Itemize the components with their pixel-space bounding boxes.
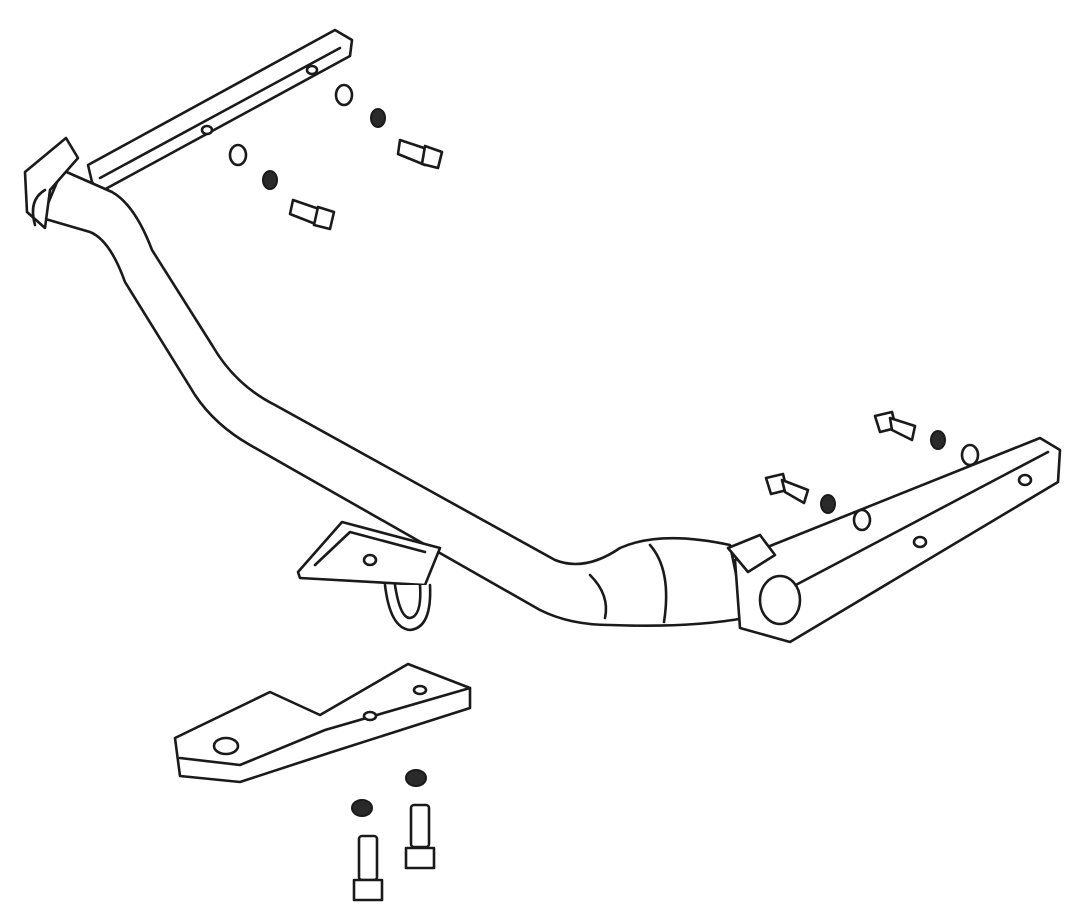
bolt (764, 472, 810, 505)
nut (820, 494, 836, 514)
nut (351, 799, 373, 817)
nut (262, 170, 278, 190)
left-end-cap (23, 136, 80, 230)
nut (370, 108, 386, 128)
safety-chain-bracket (296, 520, 442, 632)
drawbar-hole (362, 710, 378, 722)
drawbar-hole (412, 684, 428, 696)
right-mounting-bracket (726, 436, 1062, 644)
right-hardware (764, 410, 980, 532)
bracket-hole (912, 535, 928, 549)
nut (930, 430, 946, 450)
bolt (873, 410, 917, 442)
bracket-hole (305, 64, 319, 76)
drawbar-ball-mount (173, 662, 472, 784)
left-mounting-bracket (86, 28, 354, 194)
bolt (396, 138, 444, 170)
washer (228, 143, 248, 167)
nut (405, 769, 427, 787)
bracket-hole (1017, 473, 1033, 487)
bolt (352, 834, 384, 902)
washer (334, 83, 354, 107)
drawbar-hardware (351, 769, 436, 902)
left-hardware (228, 83, 444, 231)
bracket-hole (200, 124, 214, 136)
washer (960, 443, 980, 467)
washer (852, 508, 872, 532)
bolt (404, 803, 436, 870)
ball-hole (212, 736, 240, 756)
bolt (288, 198, 336, 231)
tube-end-opening (758, 574, 802, 626)
